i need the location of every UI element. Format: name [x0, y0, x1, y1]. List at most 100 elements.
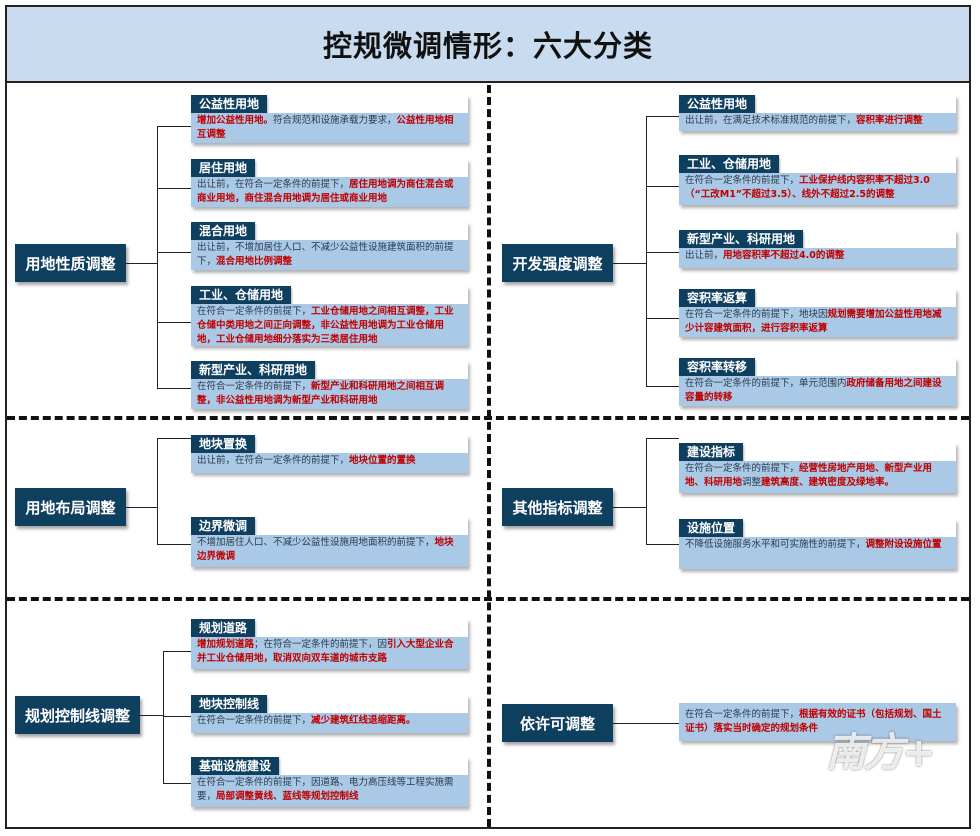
- connector: [613, 263, 646, 264]
- item-new-industry-research-land: 新型产业、科研用地 在符合一定条件的前提下，新型产业和科研用地之间相互调整，非公…: [191, 361, 468, 409]
- item-head: 规划道路: [191, 619, 256, 637]
- connector: [613, 507, 646, 508]
- body-text: 出让前，在满足技术标准规范的前提下，: [685, 115, 857, 126]
- item-text: 在符合一定条件的前提下，工业保护线内容积率不超过3.0（“工改M1”不超过3.5…: [685, 175, 930, 200]
- item-head: 工业、仓储用地: [679, 155, 780, 173]
- item-text: 在符合一定条件的前提下，减少建筑红线退缩距离。: [197, 715, 416, 726]
- item-body: 在符合一定条件的前提下，减少建筑红线退缩距离。: [191, 713, 468, 733]
- highlight-text: 容积率进行调整: [856, 115, 923, 126]
- highlight-text: 增加规划道路: [197, 639, 255, 650]
- item-text: 在符合一定条件的前提下，新型产业和科研用地之间相互调整，非公益性用地调为新型产业…: [197, 381, 444, 406]
- body-text: 在符合一定条件的前提下，: [685, 709, 800, 720]
- connector: [157, 252, 191, 253]
- highlight-text: 经营性房地产用地、新型产业用地、科研用地: [685, 463, 933, 488]
- item-head: 边界微调: [191, 517, 256, 535]
- item-text: 出让前，在符合一定条件的前提下，地块位置的置换: [197, 455, 416, 466]
- item-text: 不降低设施服务水平和可实施性的前提下，调整附设设施位置: [685, 539, 942, 550]
- connector: [646, 318, 679, 319]
- body-text: ；在符合一定条件的前提下，因: [254, 639, 388, 650]
- item-text: 出让前，在符合一定条件的前提下，居住用地调为商住混合或商业用地，商住混合用地调为…: [197, 179, 454, 204]
- connector: [613, 723, 679, 724]
- body-text: 在符合一定条件的前提下，: [197, 306, 312, 317]
- item-body: 出让前，在符合一定条件的前提下，居住用地调为商住混合或商业用地，商住混合用地调为…: [191, 177, 468, 207]
- item-facility-location: 设施位置 不降低设施服务水平和可实施性的前提下，调整附设设施位置: [679, 519, 956, 569]
- category-land-use-nature: 用地性质调整: [15, 244, 126, 282]
- connector: [157, 388, 191, 389]
- connector: [126, 263, 157, 264]
- item-head: 地块控制线: [191, 695, 268, 713]
- item-head: 新型产业、科研用地: [191, 361, 316, 379]
- item-text: 在符合一定条件的前提下，地块因规划需要增加公益性用地减少计容建筑面积，进行容积率…: [685, 309, 942, 334]
- category-control-lines: 规划控制线调整: [15, 696, 140, 734]
- item-body: 增加规划道路；在符合一定条件的前提下，因引入大型企业合并工业仓储用地，取消双向双…: [191, 637, 468, 669]
- item-far-transfer: 容积率转移 在符合一定条件的前提下，单元范围内政府储备用地之间建设容量的转移: [679, 358, 956, 406]
- item-head: 地块置换: [191, 435, 256, 453]
- item-body: 在符合一定条件的前提下，地块因规划需要增加公益性用地减少计容建筑面积，进行容积率…: [679, 307, 956, 337]
- item-text: 在符合一定条件的前提下，单元范围内政府储备用地之间建设容量的转移: [685, 378, 942, 403]
- horizontal-divider-1: [7, 416, 969, 420]
- connector: [646, 116, 679, 117]
- item-text: 在符合一定条件的前提下，工业仓储用地之间相互调整，工业仓储中类用地之间正向调整，…: [197, 306, 454, 345]
- item-body: 出让前，在符合一定条件的前提下，地块位置的置换: [191, 453, 468, 473]
- body-text: 在符合一定条件的前提下，: [685, 463, 800, 474]
- body-text: 在符合一定条件的前提下，地块因: [685, 309, 828, 320]
- connector: [157, 438, 158, 544]
- item-body: 不降低设施服务水平和可实施性的前提下，调整附设设施位置: [679, 537, 956, 569]
- item-body: 在符合一定条件的前提下，经营性房地产用地、新型产业用地、科研用地调整建筑高度、建…: [679, 461, 956, 493]
- item-text: 在符合一定条件的前提下，因道路、电力高压线等工程实施需要，局部调整黄线、蓝线等规…: [197, 777, 454, 802]
- connector: [646, 116, 647, 386]
- connector: [157, 544, 191, 545]
- highlight-text: 减少建筑红线退缩距离。: [311, 715, 416, 726]
- highlight-text: 工业仓储用地之间相互调整，工业仓储中类用地之间正向调整，非公益性用地调为工业仓储…: [197, 306, 454, 345]
- item-body: 不增加居住人口、不减少公益性设施用地面积的前提下，地块边界微调: [191, 535, 468, 567]
- body-text: 出让前，在符合一定条件的前提下，: [197, 455, 350, 466]
- item-text: 出让前，在满足技术标准规范的前提下，容积率进行调整: [685, 115, 923, 126]
- item-text: 出让前，用地容积率不超过4.0的调整: [685, 250, 844, 261]
- item-body: 在符合一定条件的前提下，因道路、电力高压线等工程实施需要，局部调整黄线、蓝线等规…: [191, 775, 468, 807]
- item-head: 工业、仓储用地: [191, 286, 292, 304]
- body-text: 在符合一定条件的前提下，: [685, 175, 800, 186]
- item-infrastructure: 基础设施建设 在符合一定条件的前提下，因道路、电力高压线等工程实施需要，局部调整…: [191, 757, 468, 807]
- item-boundary-adjust: 边界微调 不增加居住人口、不减少公益性设施用地面积的前提下，地块边界微调: [191, 517, 468, 567]
- item-far-recalculation: 容积率返算 在符合一定条件的前提下，地块因规划需要增加公益性用地减少计容建筑面积…: [679, 289, 956, 337]
- item-text: 在符合一定条件的前提下，根据有效的证书（包括规划、国土证书）落实当时确定的规划条…: [685, 708, 950, 736]
- item-body: 出让前，在满足技术标准规范的前提下，容积率进行调整: [679, 113, 956, 131]
- highlight-text: 地块位置的置换: [349, 455, 416, 466]
- highlight-text: 地块边界微调: [197, 537, 454, 562]
- category-land-layout: 用地布局调整: [15, 488, 126, 526]
- highlight-text: 公益性用地相互调整: [197, 115, 454, 140]
- item-head: 公益性用地: [679, 95, 756, 113]
- connector: [140, 715, 163, 716]
- category-other-indicators: 其他指标调整: [502, 488, 613, 526]
- item-body: 在符合一定条件的前提下，根据有效的证书（包括规划、国土证书）落实当时确定的规划条…: [679, 703, 956, 741]
- highlight-text: 规划需要增加公益性用地减少计容建筑面积，进行容积率返算: [685, 309, 942, 334]
- item-head: 设施位置: [679, 519, 744, 537]
- connector: [157, 438, 191, 439]
- item-body: 出让前，不增加居住人口、不减少公益性设施建筑面积的前提下，混合用地比例调整: [191, 240, 468, 270]
- item-body: 在符合一定条件的前提下，新型产业和科研用地之间相互调整，非公益性用地调为新型产业…: [191, 379, 468, 409]
- item-residential-land: 居住用地 出让前，在符合一定条件的前提下，居住用地调为商住混合或商业用地，商住混…: [191, 159, 468, 207]
- item-text: 不增加居住人口、不减少公益性设施用地面积的前提下，地块边界微调: [197, 537, 454, 562]
- connector: [646, 544, 679, 545]
- highlight-text: 局部调整黄线、蓝线等规划控制线: [216, 791, 359, 802]
- body-text: 不降低设施服务水平和可实施性的前提下，: [685, 539, 866, 550]
- body-text: 出让前，不增加居住人口、不减少公益性设施建筑面积的前提下，: [197, 242, 454, 267]
- connector: [157, 126, 158, 388]
- item-body: 在符合一定条件的前提下，工业保护线内容积率不超过3.0（“工改M1”不超过3.5…: [679, 173, 956, 205]
- connector: [646, 186, 679, 187]
- item-head: 新型产业、科研用地: [679, 230, 804, 248]
- connector: [646, 252, 679, 253]
- connector: [163, 651, 164, 783]
- body-text: 出让前，: [685, 250, 724, 261]
- connector: [157, 322, 191, 323]
- body-text: 在符合一定条件的前提下，: [197, 381, 312, 392]
- watermark-logo: 南方+: [826, 730, 936, 776]
- item-public-land-intensity: 公益性用地 出让前，在满足技术标准规范的前提下，容积率进行调整: [679, 95, 956, 131]
- highlight-text: 根据有效的证书（包括规划、国土证书）落实当时确定的规划条件: [685, 709, 942, 734]
- item-text: 出让前，不增加居住人口、不减少公益性设施建筑面积的前提下，混合用地比例调整: [197, 242, 454, 267]
- connector: [646, 438, 679, 439]
- item-plot-control-lines: 地块控制线 在符合一定条件的前提下，减少建筑红线退缩距离。: [191, 695, 468, 733]
- item-head: 基础设施建设: [191, 757, 280, 775]
- highlight-text: 混合用地比例调整: [216, 256, 293, 267]
- body-text: 不增加居住人口、不减少公益性设施用地面积的前提下，: [197, 537, 435, 548]
